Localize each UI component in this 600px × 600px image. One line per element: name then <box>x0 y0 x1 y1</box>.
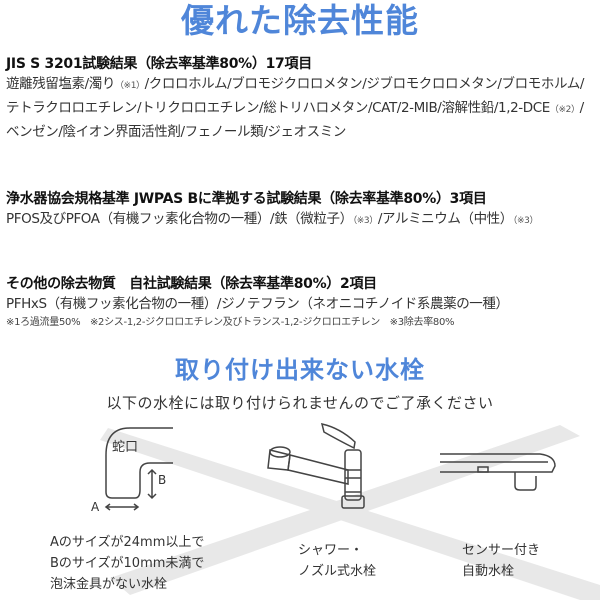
section-jwpas: 浄水器協会規格基準 JWPAS Bに準拠する試験結果（除去率基準80%）3項目 … <box>6 190 596 232</box>
caption-shower-faucet: シャワー・ ノズル式水栓 <box>298 543 377 579</box>
section-body: PFHxS（有機フッ素化合物の一種）/ジノテフラン（ネオニコチノイド系農薬の一種… <box>6 296 509 312</box>
faucet-label: 蛇口 <box>112 440 138 455</box>
section-body: PFOS及びPFOA（有機フッ素化合物の一種）/鉄（微粒子）（※3）/アルミニウ… <box>6 211 539 227</box>
section-body: 遊離残留塩素/濁り（※1）/クロロホルム/ブロモジクロロメタン/ジブロモクロロメ… <box>6 76 585 140</box>
caption-sensor-faucet: センサー付き 自動水栓 <box>462 543 541 579</box>
shower-faucet-icon <box>267 423 365 509</box>
section-jis: JIS S 3201試験結果（除去率基準80%）17項目 遊離残留塩素/濁り（※… <box>6 55 596 143</box>
cross-mark-icon <box>100 425 600 600</box>
sensor-faucet-icon <box>440 453 556 491</box>
section-heading: その他の除去物質 自社試験結果（除去率基準80%）2項目 <box>6 276 377 292</box>
incompatible-subtitle: 以下の水栓には取り付けられませんのでご了承ください <box>106 394 494 412</box>
page-title: 優れた除去性能 <box>181 1 419 40</box>
section-other: その他の除去物質 自社試験結果（除去率基準80%）2項目 PFHxS（有機フッ素… <box>6 275 596 331</box>
incompatible-title: 取り付け出来ない水栓 <box>175 356 425 384</box>
section-heading: JIS S 3201試験結果（除去率基準80%）17項目 <box>6 56 312 72</box>
faucet-illustrations: 蛇口 B A <box>91 423 600 600</box>
section-heading: 浄水器協会規格基準 JWPAS Bに準拠する試験結果（除去率基準80%）3項目 <box>6 191 487 207</box>
faucet-diagram-icon <box>104 427 173 511</box>
footnotes: ※1ろ過流量50% ※2シス-1,2-ジクロロエチレン及びトランス-1,2-ジク… <box>6 317 455 328</box>
dim-a-label: A <box>91 500 100 514</box>
dim-b-label: B <box>158 473 166 487</box>
caption-size-faucet: Aのサイズが24mm以上で Bのサイズが10mm未満で 泡沫金具がない水栓 <box>50 535 205 592</box>
